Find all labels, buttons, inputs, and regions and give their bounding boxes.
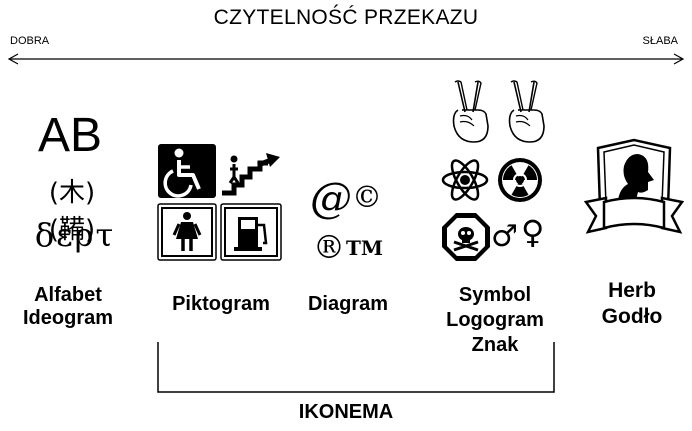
alphabet-label-line1: Alfabet — [34, 284, 102, 306]
cjk-ideogram-sample: (木) (鞴) — [48, 178, 96, 245]
alphabet-label: Alfabet Ideogram — [8, 284, 128, 330]
ikonema-label: IKONEMA — [298, 401, 394, 423]
wheelchair-icon — [158, 144, 216, 198]
trademark-glyph: TM — [346, 236, 384, 260]
victory-hand-icon — [508, 80, 545, 143]
symbol-label-line3: Znak — [471, 334, 519, 356]
symbol-label-line2: Logogram — [446, 309, 544, 331]
copyright-glyph: © — [352, 180, 382, 215]
emblem-label-line1: Herb — [608, 279, 656, 302]
scale-left-label: DOBRA — [10, 35, 50, 47]
greek-letters-sample: δερτ — [34, 216, 116, 254]
scale-right-label: SŁABA — [642, 35, 678, 47]
atom-icon — [441, 159, 489, 201]
radiation-icon — [498, 158, 542, 202]
male-sign-icon: ♂ — [491, 219, 518, 254]
symbol-label: Symbol Logogram Znak — [430, 283, 560, 358]
symbol-label-line1: Symbol — [458, 284, 532, 306]
alphabet-label-line2: Ideogram — [22, 307, 114, 329]
victory-hand-icon — [452, 80, 489, 143]
emblem-label-line2: Godło — [601, 305, 663, 328]
escalator-icon — [222, 153, 280, 196]
diagram-label: Diagram — [307, 293, 389, 315]
woman-toilet-icon — [157, 203, 217, 261]
registered-glyph: ® — [313, 228, 345, 266]
poison-skull-icon — [442, 213, 490, 261]
ikonema-bracket — [157, 342, 555, 393]
at-sign-glyph: @ — [310, 173, 352, 222]
fuel-station-icon — [220, 203, 282, 261]
coat-of-arms-icon — [584, 138, 684, 234]
readability-arrow — [7, 53, 685, 65]
latin-letters-sample: AB — [37, 109, 103, 162]
female-sign-icon: ♀ — [521, 213, 545, 251]
emblem-label: Herb Godło — [588, 278, 676, 330]
pictogram-label: Piktogram — [172, 293, 270, 315]
scale-title: CZYTELNOŚĆ PRZEKAZU — [213, 6, 479, 29]
